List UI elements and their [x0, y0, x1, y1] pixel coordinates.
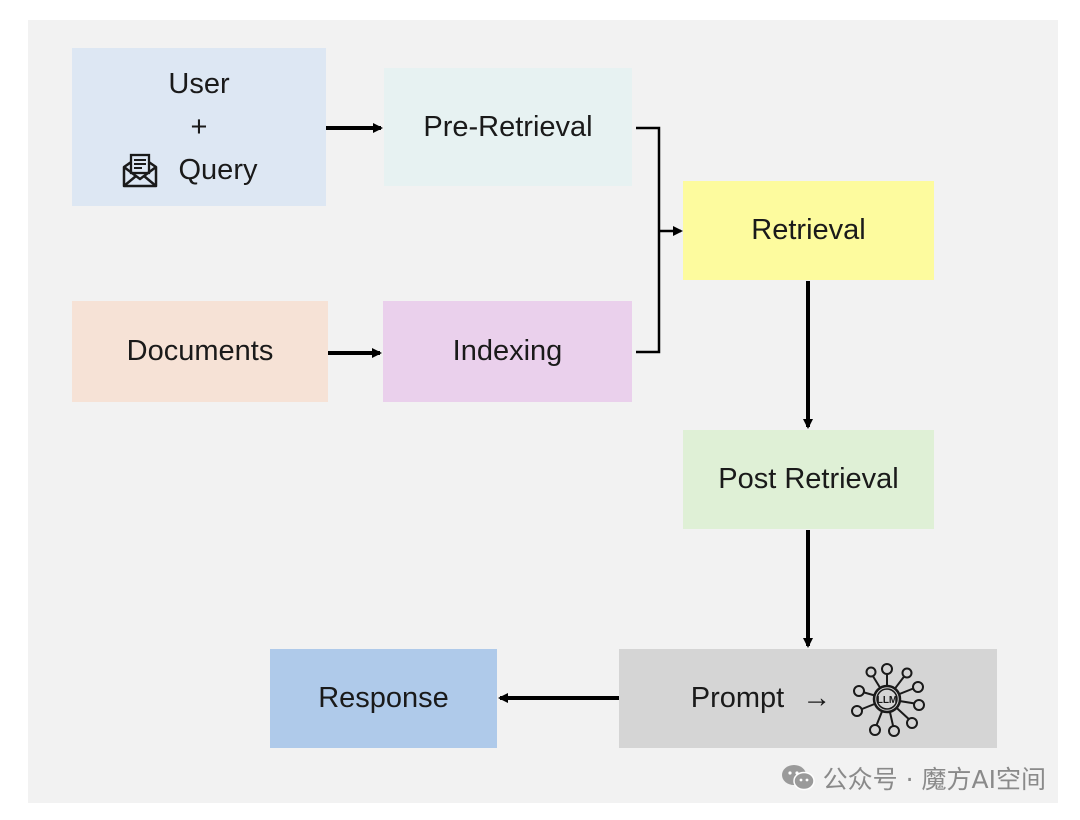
- node-retrieval-label: Retrieval: [751, 214, 866, 246]
- envelope-letter-icon: [122, 153, 157, 188]
- node-pre-retrieval: Pre-Retrieval: [384, 68, 632, 186]
- node-documents-label: Documents: [126, 335, 274, 367]
- llm-icon-text: LLM: [877, 695, 898, 706]
- node-plus-label: +: [190, 110, 208, 143]
- node-prompt: Prompt → LLM: [619, 649, 997, 748]
- node-pre-retrieval-label: Pre-Retrieval: [423, 110, 593, 143]
- wechat-icon: [781, 765, 815, 791]
- node-prompt-label: Prompt: [690, 682, 785, 714]
- node-query-label: Query: [178, 153, 258, 186]
- node-indexing: Indexing: [383, 301, 632, 402]
- node-post-retrieval-label: Post Retrieval: [718, 463, 899, 495]
- node-prompt-arrow: →: [802, 682, 832, 714]
- node-retrieval: Retrieval: [683, 181, 934, 280]
- node-response-label: Response: [318, 682, 449, 714]
- node-response: Response: [270, 649, 497, 748]
- node-user-query: User + Query: [72, 48, 326, 206]
- node-post-retrieval: Post Retrieval: [683, 430, 934, 529]
- llm-network-icon: LLM: [851, 662, 926, 737]
- watermark-text: 公众号 · 魔方AI空间: [822, 765, 1046, 794]
- node-query-row: Query: [121, 149, 258, 192]
- edge-pre-retrieval-bracket: [636, 126, 661, 354]
- watermark: 公众号 · 魔方AI空间: [781, 760, 1046, 796]
- node-user-label: User: [168, 67, 230, 100]
- node-documents: Documents: [72, 301, 328, 402]
- node-indexing-label: Indexing: [452, 335, 563, 367]
